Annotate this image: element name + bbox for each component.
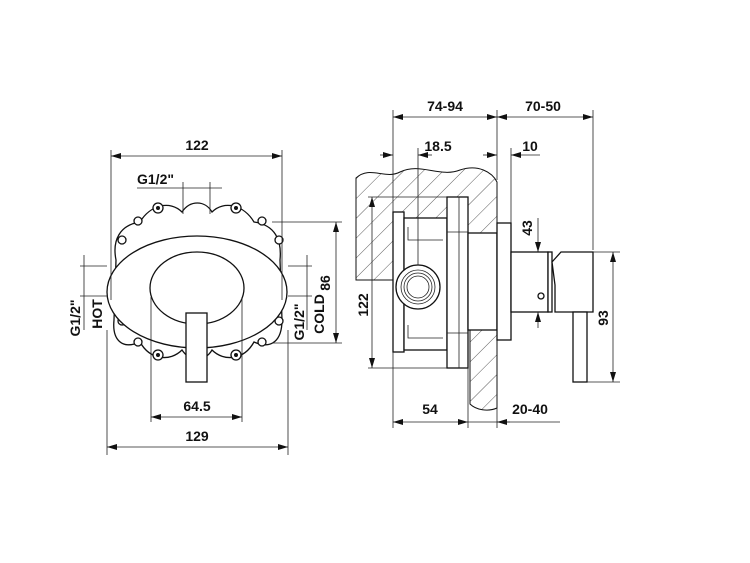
dim-offset-front: 10	[522, 138, 538, 154]
cold-label: COLD	[311, 294, 327, 334]
dim-handle-height: 93	[595, 310, 611, 326]
dim-width-bottom: 129	[185, 428, 209, 444]
dim-body-height: 43	[519, 220, 535, 236]
hot-label: HOT	[89, 299, 105, 329]
dim-offset-back: 18.5	[424, 138, 451, 154]
dim-wall-depth: 74-94	[427, 98, 463, 114]
handle-head	[551, 251, 594, 313]
box-flange	[446, 196, 469, 369]
inlet-port	[395, 264, 441, 310]
dim-mount-spacing: 64.5	[183, 398, 210, 414]
dim-tile-thickness: 20-40	[512, 401, 548, 417]
cold-size-label: G1/2"	[291, 304, 307, 341]
dim-width-top: 122	[185, 137, 209, 153]
dim-inlet-top: G1/2"	[137, 171, 174, 187]
front-view: 122 G1/2" 64.5 129 86 G1/2" HOT G1/2" CO…	[67, 137, 342, 455]
body-ring	[547, 251, 553, 313]
dim-box-height: 122	[355, 293, 371, 317]
dim-box-depth: 54	[422, 401, 438, 417]
side-lever	[572, 311, 588, 383]
handle-lever	[185, 312, 208, 383]
side-view: 74-94 70-50 18.5 10 122 43 93 54 20-40	[355, 98, 620, 428]
valve-body	[510, 251, 549, 313]
screw-holes	[117, 202, 284, 361]
connector	[467, 232, 498, 331]
dim-projection: 70-50	[525, 98, 561, 114]
trim-plate	[496, 222, 512, 341]
dim-height-right: 86	[317, 275, 333, 291]
hot-size-label: G1/2"	[67, 300, 83, 337]
